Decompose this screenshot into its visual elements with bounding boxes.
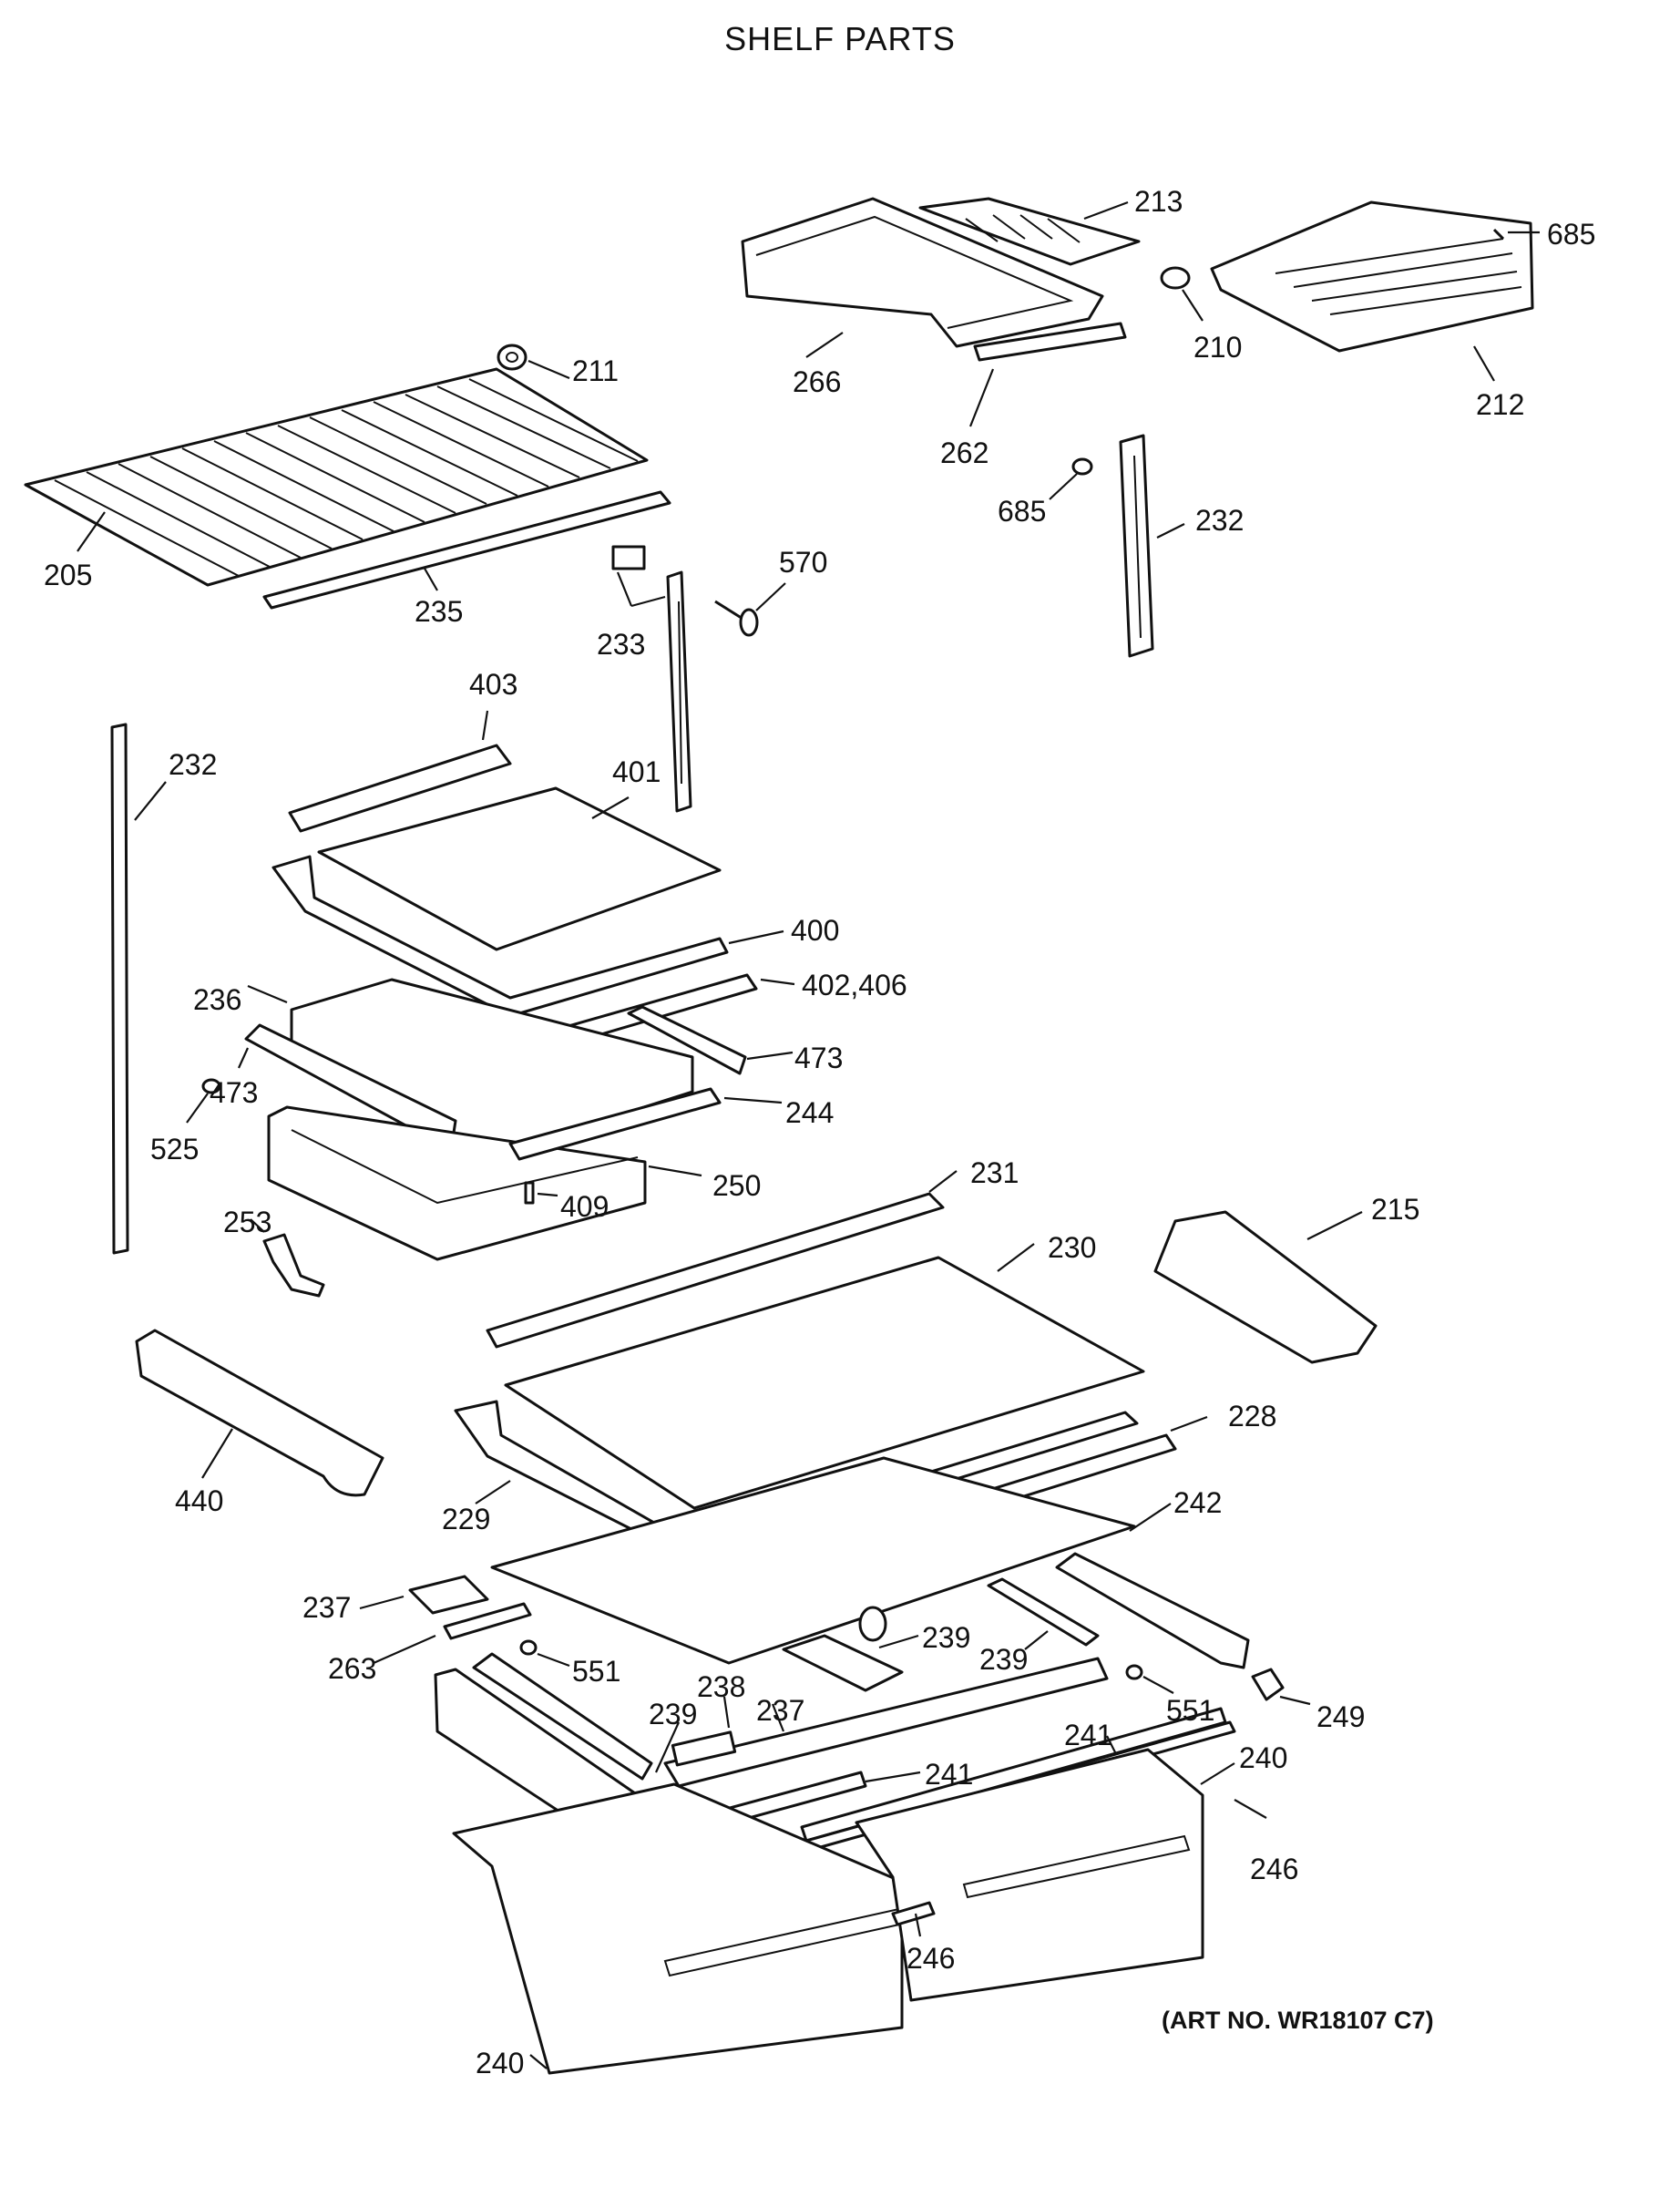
wire-shelf-205 — [24, 367, 649, 587]
part-label-212: 212 — [1476, 388, 1524, 421]
part-label-400: 400 — [791, 914, 839, 947]
screw-685-mid — [1049, 457, 1093, 500]
shelf-frame-229 — [454, 1400, 1139, 1562]
screw-685-top — [1492, 228, 1540, 241]
crisper-rail-right — [1055, 1552, 1250, 1669]
part-label-266: 266 — [793, 365, 841, 398]
part-label-263: 263 — [328, 1652, 376, 1685]
shelf-rail-center — [666, 570, 692, 813]
part-label-230: 230 — [1048, 1231, 1096, 1264]
part-label-210: 210 — [1193, 331, 1242, 364]
drawer-trim-244 — [508, 1087, 783, 1161]
part-label-240-left: 240 — [476, 2047, 524, 2079]
part-label-262: 262 — [940, 436, 989, 469]
part-label-239-center: 239 — [922, 1621, 970, 1654]
screw-551-right — [1125, 1664, 1174, 1694]
shelf-trim-235 — [262, 490, 671, 610]
part-label-233: 233 — [597, 628, 645, 661]
page-title: SHELF PARTS — [724, 20, 956, 57]
ice-tray-213 — [918, 197, 1141, 266]
part-label-237-left: 237 — [302, 1591, 351, 1624]
bracket-253 — [250, 1218, 325, 1298]
drawer-rail-473-left — [237, 1023, 457, 1152]
part-label-215: 215 — [1371, 1193, 1419, 1226]
part-label-241-right: 241 — [1064, 1719, 1112, 1751]
label-238 — [671, 1696, 737, 1767]
part-label-228: 228 — [1228, 1400, 1276, 1432]
handle-246-left — [891, 1901, 936, 1937]
shelf-trim-231 — [486, 1170, 958, 1349]
crisper-drawer-240-right — [855, 1748, 1235, 2002]
part-label-401: 401 — [612, 755, 661, 788]
part-label-242: 242 — [1173, 1486, 1222, 1519]
part-label-239-left: 239 — [649, 1698, 697, 1730]
art-number: (ART NO. WR18107 C7) — [1162, 2007, 1434, 2034]
part-label-205: 205 — [44, 559, 92, 591]
part-label-570: 570 — [779, 546, 827, 579]
part-label-551-left: 551 — [572, 1655, 620, 1688]
strip-263 — [373, 1602, 532, 1665]
slide-239-right — [987, 1577, 1100, 1650]
part-label-238: 238 — [697, 1670, 745, 1703]
part-label-402-406: 402,406 — [802, 969, 907, 1001]
label-409 — [524, 1181, 558, 1205]
shelf-glass-401 — [317, 786, 722, 951]
ice-bin-266 — [741, 197, 1104, 358]
part-label-237-center: 237 — [756, 1694, 804, 1727]
screw-525 — [186, 1078, 221, 1124]
part-label-473-right: 473 — [794, 1042, 843, 1074]
part-label-249: 249 — [1316, 1700, 1365, 1733]
part-label-232-left: 232 — [169, 748, 217, 781]
rack-212 — [1210, 200, 1534, 382]
door-bin-215 — [1153, 1210, 1378, 1364]
part-label-236: 236 — [193, 983, 241, 1016]
shelf-rail-left — [110, 723, 167, 1255]
screw-551-left — [519, 1639, 570, 1668]
knob-210 — [1160, 266, 1204, 322]
slide-239-center — [782, 1606, 919, 1692]
part-label-525: 525 — [150, 1133, 199, 1165]
shelf-glass-242 — [490, 1456, 1172, 1665]
shelf-trim-403 — [288, 710, 512, 833]
shelf-frame-400 — [271, 855, 784, 1018]
drawer-250 — [267, 1105, 702, 1261]
part-label-235: 235 — [415, 595, 463, 628]
part-label-240-right: 240 — [1239, 1741, 1287, 1774]
clip-233 — [611, 545, 666, 608]
part-label-213: 213 — [1134, 185, 1183, 218]
shelf-rail-right — [1119, 434, 1185, 658]
part-label-239-right: 239 — [979, 1643, 1028, 1676]
strip-262 — [968, 322, 1127, 427]
part-label-229: 229 — [442, 1503, 490, 1535]
drawer-rail-473-right — [627, 1005, 794, 1075]
support-237-center — [663, 1657, 1109, 1788]
clip-249 — [1251, 1668, 1311, 1706]
support-237-left — [359, 1575, 489, 1615]
part-label-440: 440 — [175, 1484, 223, 1517]
part-label-246-right: 246 — [1250, 1853, 1298, 1885]
part-label-473-left: 473 — [210, 1076, 258, 1109]
part-label-232-right: 232 — [1195, 504, 1244, 537]
cover-440 — [135, 1329, 384, 1497]
part-label-253: 253 — [223, 1206, 271, 1238]
shelf-glass-230 — [504, 1243, 1145, 1510]
screw-570 — [714, 582, 786, 637]
part-label-246-left: 246 — [907, 1942, 955, 1975]
part-label-685-top: 685 — [1547, 218, 1595, 251]
part-label-403: 403 — [469, 668, 517, 701]
part-label-211: 211 — [572, 354, 619, 387]
crisper-rail-left — [472, 1652, 653, 1781]
part-label-231: 231 — [970, 1156, 1019, 1189]
part-label-685-mid: 685 — [998, 495, 1046, 528]
part-label-244: 244 — [785, 1096, 834, 1129]
slide-239-left — [654, 1721, 681, 1773]
crisper-drawer-240-left — [452, 1782, 917, 2075]
part-label-409: 409 — [560, 1190, 609, 1223]
plug-211 — [497, 344, 570, 380]
part-label-241-left: 241 — [925, 1758, 973, 1791]
part-label-250: 250 — [712, 1169, 761, 1202]
part-label-551-right: 551 — [1166, 1694, 1214, 1727]
